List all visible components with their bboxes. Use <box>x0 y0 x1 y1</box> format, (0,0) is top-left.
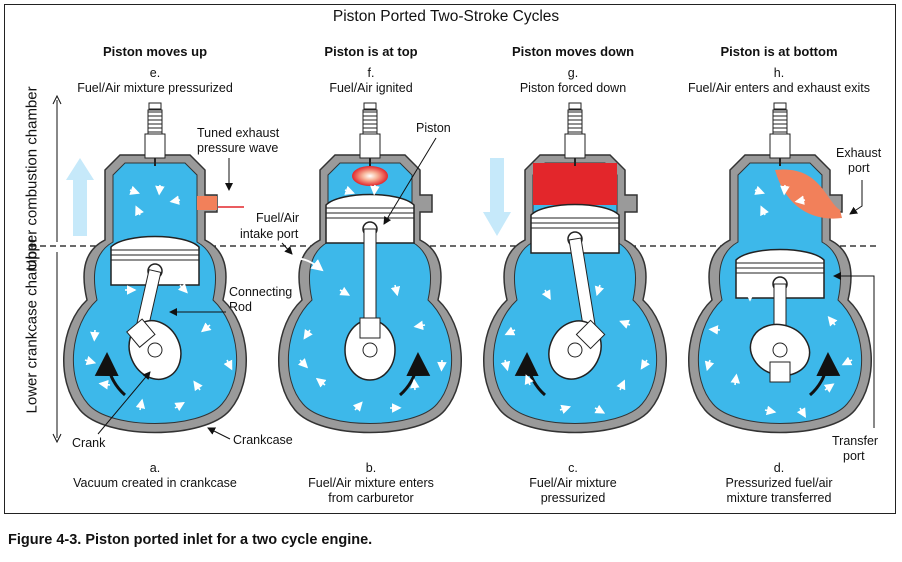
panel-3-bottom-letter: c. <box>568 461 578 475</box>
diagram-title: Piston Ported Two-Stroke Cycles <box>332 8 560 25</box>
panel-1-top-desc: Fuel/Air mixture pressurized <box>77 81 233 95</box>
exhaust-port-label-line-1: Exhaust <box>836 146 882 160</box>
panel-4-engine <box>688 102 872 434</box>
panel-2-top-desc: Fuel/Air ignited <box>329 81 413 95</box>
transfer-port-label-line-2: port <box>843 449 865 463</box>
panel-1-top-letter: e. <box>149 66 161 80</box>
exhaust-port-pointer <box>849 180 863 215</box>
panel-4-top-letter: h. <box>773 66 785 80</box>
panel-3-top-letter: g. <box>567 66 579 80</box>
figure-caption: Figure 4-3. Piston ported inlet for a tw… <box>8 532 373 548</box>
panel-3-top-desc: Piston forced down <box>519 81 627 95</box>
panel-3-bottom-desc-line-1: Fuel/Air mixture <box>529 476 617 490</box>
panel-2-engine <box>278 102 462 434</box>
panel-4-bottom-desc-line-2: mixture transferred <box>726 491 832 505</box>
intake-port-label-line-1: Fuel/Air <box>256 211 300 225</box>
connecting-rod-label-line-1: Connecting <box>229 285 293 299</box>
upper-chamber-range-arrow <box>52 94 62 242</box>
panel-2-bottom-desc-line-1: Fuel/Air mixture enters <box>308 476 434 490</box>
piston-down-arrow <box>483 158 511 236</box>
panel-4-bottom-letter: d. <box>773 461 785 475</box>
exhaust-port-label-line-2: port <box>848 161 870 175</box>
panel-2-bottom-desc-line-2: from carburetor <box>328 491 414 505</box>
crank-label: Crank <box>72 436 106 450</box>
panel-2-top-letter: f. <box>367 66 375 80</box>
piston-up-arrow <box>66 158 94 236</box>
crankcase-label: Crankcase <box>233 433 293 447</box>
crank-pointer <box>97 371 151 435</box>
diagram-frame <box>4 4 896 514</box>
piston-pointer <box>383 137 437 225</box>
panel-1-engine <box>63 102 247 434</box>
panel-2-heading: Piston is at top <box>324 44 418 59</box>
lower-chamber-range-arrow <box>52 252 62 444</box>
panel-1-heading: Piston moves up <box>102 44 208 59</box>
piston-label: Piston <box>416 121 451 135</box>
panel-3-engine <box>483 102 667 434</box>
panel-3-heading: Piston moves down <box>511 44 635 59</box>
tuned-exhaust-label-line-2: pressure wave <box>197 141 279 155</box>
panel-4-heading: Piston is at bottom <box>720 44 838 59</box>
panel-1-bottom-desc: Vacuum created in crankcase <box>73 476 237 490</box>
panel-4-top-desc: Fuel/Air enters and exhaust exits <box>687 81 871 95</box>
intake-port-label-line-2: intake port <box>240 227 299 241</box>
connecting-rod-label-line-2: Rod <box>229 300 252 314</box>
intake-port-pointer <box>281 242 293 255</box>
crankcase-pointer <box>207 427 231 440</box>
transfer-port-pointer <box>833 272 875 428</box>
tuned-exhaust-label-line-1: Tuned exhaust <box>197 126 280 140</box>
panel-3-bottom-desc-line-2: pressurized <box>540 491 606 505</box>
panel-4-bottom-desc-line-1: Pressurized fuel/air <box>725 476 833 490</box>
panel-2-bottom-letter: b. <box>365 461 377 475</box>
panel-1-bottom-letter: a. <box>149 461 161 475</box>
transfer-port-label-line-1: Transfer <box>832 434 879 448</box>
